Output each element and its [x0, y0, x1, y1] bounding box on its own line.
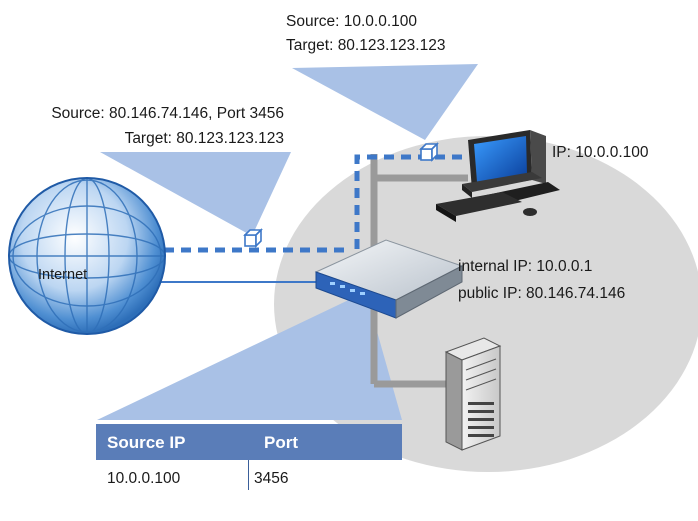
workstation-icon — [436, 130, 560, 222]
column-header-port: Port — [264, 433, 298, 452]
table-row: 10.0.0.100 3456 — [96, 460, 402, 494]
column-divider — [248, 460, 249, 490]
lan-cables — [370, 154, 468, 388]
lan-packet-callout — [292, 64, 478, 140]
nat-table: Source IP Port 10.0.0.100 3456 — [96, 424, 402, 494]
packet-icon-lan — [419, 142, 439, 162]
cell-source-ip: 10.0.0.100 — [107, 470, 181, 487]
cell-port: 3456 — [254, 470, 289, 487]
server-icon — [444, 337, 502, 451]
internet-label: Internet — [38, 267, 88, 283]
router-public-ip-label: public IP: 80.146.74.146 — [458, 285, 626, 302]
wan-packet-callout — [100, 152, 291, 236]
column-header-source-ip: Source IP — [107, 433, 186, 452]
pc-ip-label: IP: 10.0.0.100 — [552, 144, 649, 161]
internet-globe-icon — [8, 177, 166, 335]
lan-packet-target-label: Target: 80.123.123.123 — [286, 37, 446, 54]
nat-table-callout — [97, 296, 402, 420]
nat-table-header: Source IP Port — [96, 424, 402, 460]
lan-packet-source-label: Source: 10.0.0.100 — [286, 13, 417, 30]
router-icon — [314, 239, 464, 319]
wan-packet-source-label: Source: 80.146.74.146, Port 3456 — [51, 105, 284, 122]
packet-icon-wan — [243, 228, 263, 248]
wan-packet-target-label: Target: 80.123.123.123 — [124, 130, 284, 147]
router-internal-ip-label: internal IP: 10.0.0.1 — [458, 258, 593, 275]
